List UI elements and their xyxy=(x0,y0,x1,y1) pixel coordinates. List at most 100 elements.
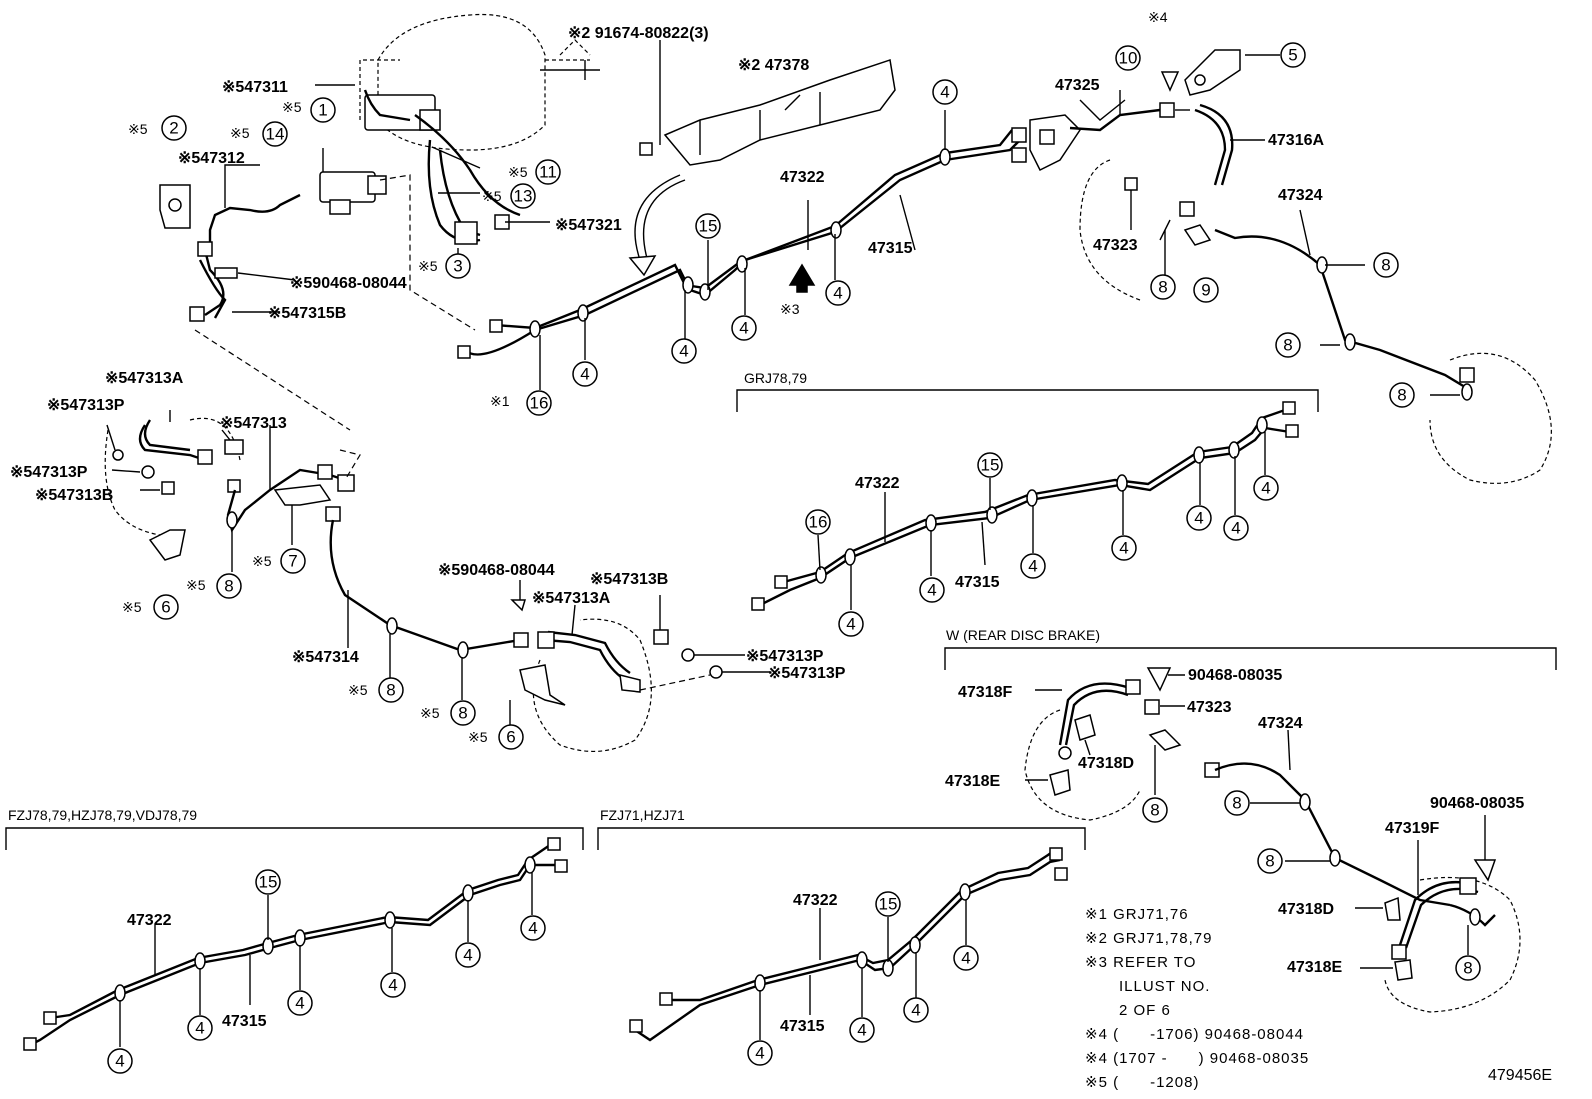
svg-text:8: 8 xyxy=(1265,852,1274,871)
rd-label-47318e-2: 47318E xyxy=(1287,959,1342,976)
fzj71-label-47315: 47315 xyxy=(780,1018,825,1035)
label-47313: ※547313 xyxy=(220,415,287,432)
note-line-2: ※2 GRJ71,78,79 xyxy=(1085,930,1212,947)
rd-label-47318e: 47318E xyxy=(945,773,1000,790)
svg-text:4: 4 xyxy=(857,1021,866,1040)
svg-text:5: 5 xyxy=(1288,46,1297,65)
marker-5-g: ※5 xyxy=(252,553,272,569)
rear-disc-view-title: W (REAR DISC BRAKE) xyxy=(946,627,1100,643)
fzj71-label-47322: 47322 xyxy=(793,892,838,909)
rd-label-90468-08035: 90468-08035 xyxy=(1188,667,1282,684)
tube-clips xyxy=(529,148,951,338)
svg-text:6: 6 xyxy=(506,728,515,747)
svg-text:11: 11 xyxy=(539,163,557,182)
svg-text:4: 4 xyxy=(1194,509,1203,528)
svg-text:8: 8 xyxy=(1158,278,1167,297)
svg-text:4: 4 xyxy=(195,1019,204,1038)
note-line-7: ※4 (1707 - ) 90468-08035 xyxy=(1085,1050,1309,1067)
label-47311: ※547311 xyxy=(222,79,288,96)
rear-disc-view: W (REAR DISC BRAKE) xyxy=(944,627,1557,1013)
svg-text:4: 4 xyxy=(755,1044,764,1063)
note-4-marker: ※4 xyxy=(1148,9,1168,25)
svg-text:4: 4 xyxy=(1119,539,1128,558)
svg-text:4: 4 xyxy=(580,365,589,384)
svg-text:4: 4 xyxy=(846,615,855,634)
fzj78-view: FZJ78,79,HZJ78,79,VDJ78,79 47322 47315 1… xyxy=(5,807,584,1074)
notes-block: ※1 GRJ71,76 ※2 GRJ71,78,79 ※3 REFER TO I… xyxy=(1085,906,1309,1091)
label-47313p-4: ※547313P xyxy=(768,665,846,682)
svg-text:8: 8 xyxy=(458,704,467,723)
note-line-1: ※1 GRJ71,76 xyxy=(1085,906,1189,923)
svg-text:3: 3 xyxy=(453,257,462,276)
svg-text:16: 16 xyxy=(530,394,549,413)
circled-callouts-fzj71: 15 4 4 4 4 xyxy=(747,891,979,1066)
marker-5-h: ※5 xyxy=(186,577,206,593)
marker-5-e: ※5 xyxy=(482,188,502,204)
marker-5-d: ※5 xyxy=(508,164,528,180)
circled-callouts-fzj78: 15 4 4 4 4 4 4 xyxy=(107,869,546,1074)
label-47313b-2: ※547313B xyxy=(590,571,668,588)
svg-text:4: 4 xyxy=(961,949,970,968)
fzj78-label-47315: 47315 xyxy=(222,1013,267,1030)
figure-id: 479456E xyxy=(1488,1067,1552,1084)
label-47313p-3: ※547313P xyxy=(746,648,824,665)
fzj78-label-47322: 47322 xyxy=(127,912,172,929)
note-line-8: ※5 ( -1208) xyxy=(1085,1074,1199,1091)
svg-text:8: 8 xyxy=(1397,386,1406,405)
label-47312: ※547312 xyxy=(178,150,245,167)
svg-text:4: 4 xyxy=(927,581,936,600)
svg-text:8: 8 xyxy=(1232,794,1241,813)
label-47313a-2: ※547313A xyxy=(532,590,611,607)
label-47321: ※547321 xyxy=(555,217,622,234)
label-47313p: ※547313P xyxy=(47,397,125,414)
svg-text:1: 1 xyxy=(318,101,327,120)
svg-text:4: 4 xyxy=(295,994,304,1013)
rd-label-47318f: 47318F xyxy=(958,684,1012,701)
label-47316a: 47316A xyxy=(1268,132,1324,149)
fzj71-view: FZJ71,HZJ71 47322 47315 15 4 4 4 4 xyxy=(597,807,1086,1066)
svg-text:4: 4 xyxy=(833,284,842,303)
marker-5-i: ※5 xyxy=(122,599,142,615)
svg-text:9: 9 xyxy=(1201,281,1210,300)
svg-text:16: 16 xyxy=(809,513,828,532)
svg-text:4: 4 xyxy=(940,83,949,102)
label-47313a: ※547313A xyxy=(105,370,184,387)
label-47323: 47323 xyxy=(1093,237,1138,254)
svg-text:4: 4 xyxy=(115,1052,124,1071)
circled-callouts-front: 7 8 6 8 8 6 xyxy=(153,548,524,750)
marker-5-l: ※5 xyxy=(468,729,488,745)
svg-text:2: 2 xyxy=(169,119,178,138)
marker-5-a: ※5 xyxy=(128,121,148,137)
svg-text:15: 15 xyxy=(259,873,278,892)
circled-callouts-rear-disc: 8 8 8 8 xyxy=(1142,790,1481,981)
label-47315b: ※547315B xyxy=(268,305,346,322)
label-90468-08044: ※590468-08044 xyxy=(290,275,407,292)
note-3-marker: ※3 xyxy=(780,301,800,317)
svg-text:7: 7 xyxy=(288,552,297,571)
label-47325: 47325 xyxy=(1055,77,1100,94)
fzj78-view-title: FZJ78,79,HZJ78,79,VDJ78,79 xyxy=(8,807,197,823)
svg-text:14: 14 xyxy=(266,125,285,144)
svg-text:13: 13 xyxy=(514,187,533,206)
note-line-4: ILLUST NO. xyxy=(1119,978,1210,995)
svg-text:4: 4 xyxy=(1261,479,1270,498)
note-line-5: 2 OF 6 xyxy=(1119,1002,1171,1019)
fzj71-view-title: FZJ71,HZJ71 xyxy=(600,807,685,823)
rd-label-47318d-2: 47318D xyxy=(1278,901,1334,918)
marker-5-f: ※5 xyxy=(418,258,438,274)
label-47378: ※2 47378 xyxy=(738,57,809,74)
label-90468-08044-b: ※590468-08044 xyxy=(438,562,555,579)
marker-5-c: ※5 xyxy=(230,125,250,141)
label-47313p-2: ※547313P xyxy=(10,464,88,481)
marker-5-b: ※5 xyxy=(282,99,302,115)
svg-text:4: 4 xyxy=(911,1001,920,1020)
label-47322: 47322 xyxy=(780,169,825,186)
svg-text:8: 8 xyxy=(1150,801,1159,820)
label-47313b: ※547313B xyxy=(35,487,113,504)
marker-5-k: ※5 xyxy=(420,705,440,721)
grj-view-title: GRJ78,79 xyxy=(744,370,807,386)
svg-text:8: 8 xyxy=(1283,336,1292,355)
svg-text:6: 6 xyxy=(161,598,170,617)
rd-label-47323: 47323 xyxy=(1187,699,1232,716)
